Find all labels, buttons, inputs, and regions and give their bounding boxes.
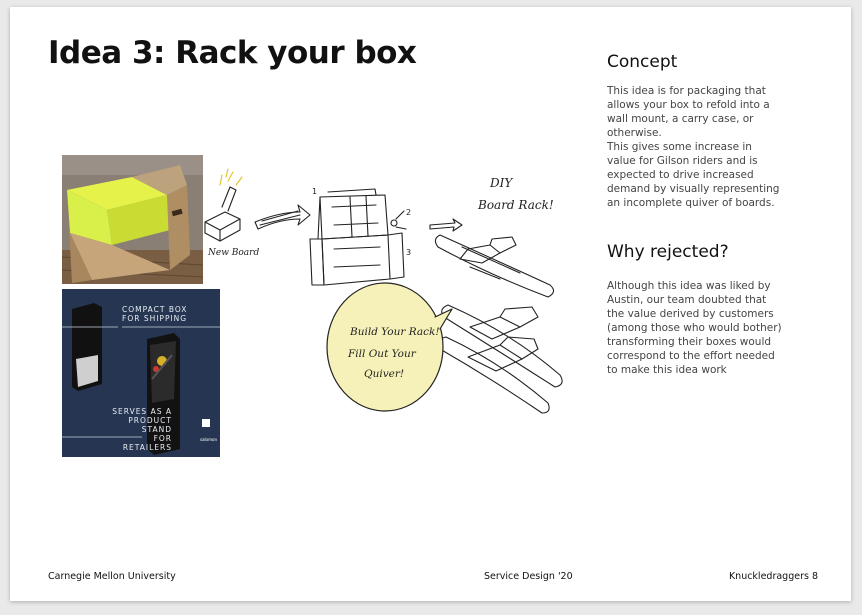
- bubble-line-3: Quiver!: [364, 368, 404, 380]
- ad-bottom-line3: FOR RETAILERS: [122, 434, 172, 452]
- slide: Idea 3: Rack your box: [10, 7, 851, 601]
- why-rejected-text: Although this idea was liked by Austin, …: [607, 279, 782, 377]
- why-rejected-paragraph: Although this idea was liked by Austin, …: [607, 280, 782, 376]
- ad-top-line1: COMPACT BOX: [122, 305, 188, 314]
- sketch-label-new-board: New Board: [207, 248, 259, 258]
- sketch-step-2: 2: [406, 208, 411, 217]
- slide-title: Idea 3: Rack your box: [48, 35, 417, 71]
- why-rejected-heading: Why rejected?: [607, 242, 729, 262]
- bubble-line-2: Fill Out Your: [347, 348, 417, 360]
- salomon-box-ad: COMPACT BOX FOR SHIPPING SERVES AS A PRO…: [62, 289, 220, 457]
- sketch-label-diy: DIY: [489, 176, 513, 190]
- ad-bottom-line1: SERVES AS A: [112, 407, 172, 416]
- concept-text: This idea is for packaging that allows y…: [607, 84, 782, 210]
- ad-top-line2: FOR SHIPPING: [122, 314, 188, 323]
- ad-bottom-line2: PRODUCT STAND: [128, 416, 172, 434]
- cardboard-box-photo: [62, 155, 203, 284]
- sketch-label-board-rack: Board Rack!: [477, 198, 554, 212]
- bubble-line-1: Build Your Rack!: [349, 326, 440, 338]
- footer-course: Service Design '20: [484, 571, 573, 582]
- sketch-step-1: 1: [312, 187, 317, 196]
- concept-paragraph-1: This idea is for packaging that allows y…: [607, 85, 770, 139]
- footer-university: Carnegie Mellon University: [48, 571, 176, 582]
- footer-team-page: Knuckledraggers 8: [728, 571, 818, 582]
- ad-bottom-caption: SERVES AS A PRODUCT STAND FOR RETAILERS: [102, 407, 172, 452]
- ad-top-caption: COMPACT BOX FOR SHIPPING: [122, 305, 187, 323]
- sketch-step-3: 3: [406, 248, 411, 257]
- concept-paragraph-2: This gives some increase in value for Gi…: [607, 141, 780, 209]
- rack-sketch-illustration: New Board DIY Board Rack! 1 2 3 Build Yo…: [204, 168, 563, 414]
- salomon-logo: salomon: [200, 437, 217, 442]
- concept-heading: Concept: [607, 52, 678, 72]
